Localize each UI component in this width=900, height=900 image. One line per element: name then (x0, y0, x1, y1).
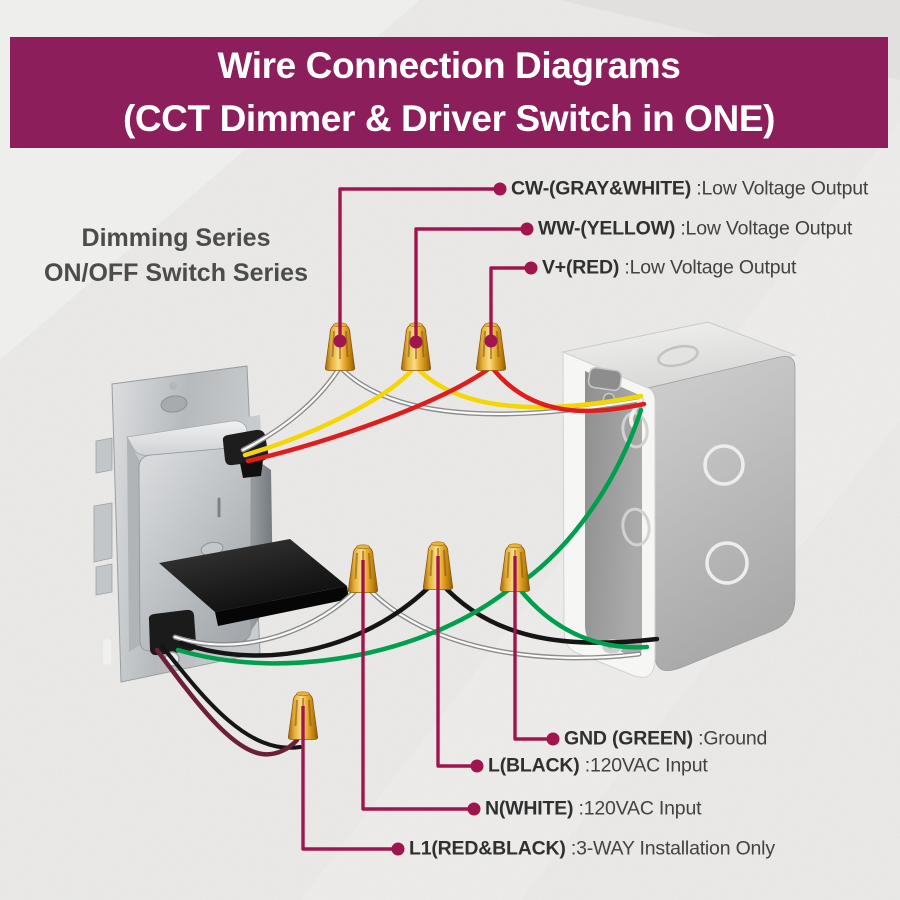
label-l1: L1(RED&BLACK) :3-WAY Installation Only (409, 838, 775, 861)
label-ww-name: WW-(YELLOW) (538, 217, 676, 240)
leader-ww (414, 227, 527, 342)
leader-cw (338, 187, 500, 341)
leader-dot (470, 759, 484, 773)
leader-gnd (513, 556, 553, 741)
mounting-plate-tab (93, 502, 113, 563)
leader-dot (484, 334, 498, 348)
label-gnd-name: GND (GREEN) (564, 727, 693, 750)
leader-dot (520, 222, 534, 236)
wire-black (178, 580, 436, 658)
plate-slot-hole (160, 395, 188, 413)
plate-hole (169, 382, 177, 390)
wire-gray-white (241, 368, 340, 452)
box-top-knockout (657, 344, 699, 368)
wires (154, 367, 660, 757)
box-backwall-knockout (621, 507, 651, 547)
box-knockout-ring (703, 444, 745, 486)
label-l: L(BLACK) :120VAC Input (488, 755, 708, 778)
box-right-face (646, 356, 796, 671)
mounting-plate-tab (95, 563, 113, 596)
title-banner: Wire Connection Diagrams (CCT Dimmer & D… (10, 37, 888, 148)
label-l-name: L(BLACK) (488, 754, 580, 777)
wire-l1-red (154, 647, 300, 757)
junction-box (561, 321, 797, 678)
label-l-desc: :120VAC Input (579, 754, 708, 777)
leader-dot (409, 335, 423, 349)
leader-l1 (301, 706, 398, 851)
leader-dot (493, 182, 507, 196)
switch-body-left (127, 437, 141, 652)
wire-white (173, 585, 361, 646)
leader-dot (524, 261, 538, 275)
wire-green (175, 584, 515, 666)
label-cw: CW-(GRAY&WHITE) :Low Voltage Output (511, 178, 868, 201)
box-backwall-slot (587, 366, 623, 392)
leader-dot (333, 334, 347, 348)
label-gnd-desc: :Ground (692, 727, 768, 750)
callout-leaders (301, 182, 560, 856)
box-knockout-ring (705, 541, 749, 585)
series-note-line-2: ON/OFF Switch Series (44, 259, 308, 287)
label-gnd: GND (GREEN) :Ground (564, 728, 767, 751)
label-l1-desc: :3-WAY Installation Only (565, 837, 775, 860)
label-n-name: N(WHITE) (485, 797, 574, 820)
label-l1-name: L1(RED&BLACK) (409, 837, 566, 860)
leader-n (361, 560, 474, 811)
wire-green (513, 407, 644, 589)
dimmer-switch (93, 365, 349, 683)
wire-green (515, 584, 650, 650)
wire-red (245, 367, 490, 464)
leader-dot (467, 802, 481, 816)
leader-dot (391, 842, 405, 856)
leader-dot (546, 732, 560, 746)
label-cw-desc: :Low Voltage Output (691, 177, 869, 200)
title-line-2: (CCT Dimmer & Driver Switch in ONE) (122, 97, 776, 139)
series-note: Dimming Series ON/OFF Switch Series (26, 221, 326, 291)
series-note-line-1: Dimming Series (81, 224, 271, 252)
label-n: N(WHITE) :120VAC Input (485, 797, 702, 821)
wire-white (365, 585, 641, 659)
wire-yellow (416, 367, 644, 410)
title-line-1: Wire Connection Diagrams (217, 44, 681, 86)
paddle-plate-edge (215, 586, 349, 626)
top-wire-connector-step (240, 460, 263, 478)
wire-red (491, 367, 647, 414)
label-cw-name: CW-(GRAY&WHITE) (511, 177, 692, 200)
leader-v (489, 266, 531, 341)
label-ww: WW-(YELLOW) :Low Voltage Output (538, 218, 852, 241)
wire-black (438, 580, 660, 645)
wire-gray-white (341, 368, 643, 415)
wire-l1-black (160, 644, 302, 750)
paddle-plate (159, 539, 347, 612)
label-n-desc: :120VAC Input (573, 797, 702, 820)
wire-yellow (242, 367, 415, 458)
label-v: V+(RED) :Low Voltage Output (542, 257, 796, 280)
plate-side-slot (103, 639, 111, 665)
leader-l (436, 556, 477, 768)
label-v-desc: :Low Voltage Output (619, 256, 797, 279)
label-ww-desc: :Low Voltage Output (675, 217, 853, 240)
mounting-plate-tab (95, 437, 113, 474)
label-v-name: V+(RED) (542, 256, 620, 279)
